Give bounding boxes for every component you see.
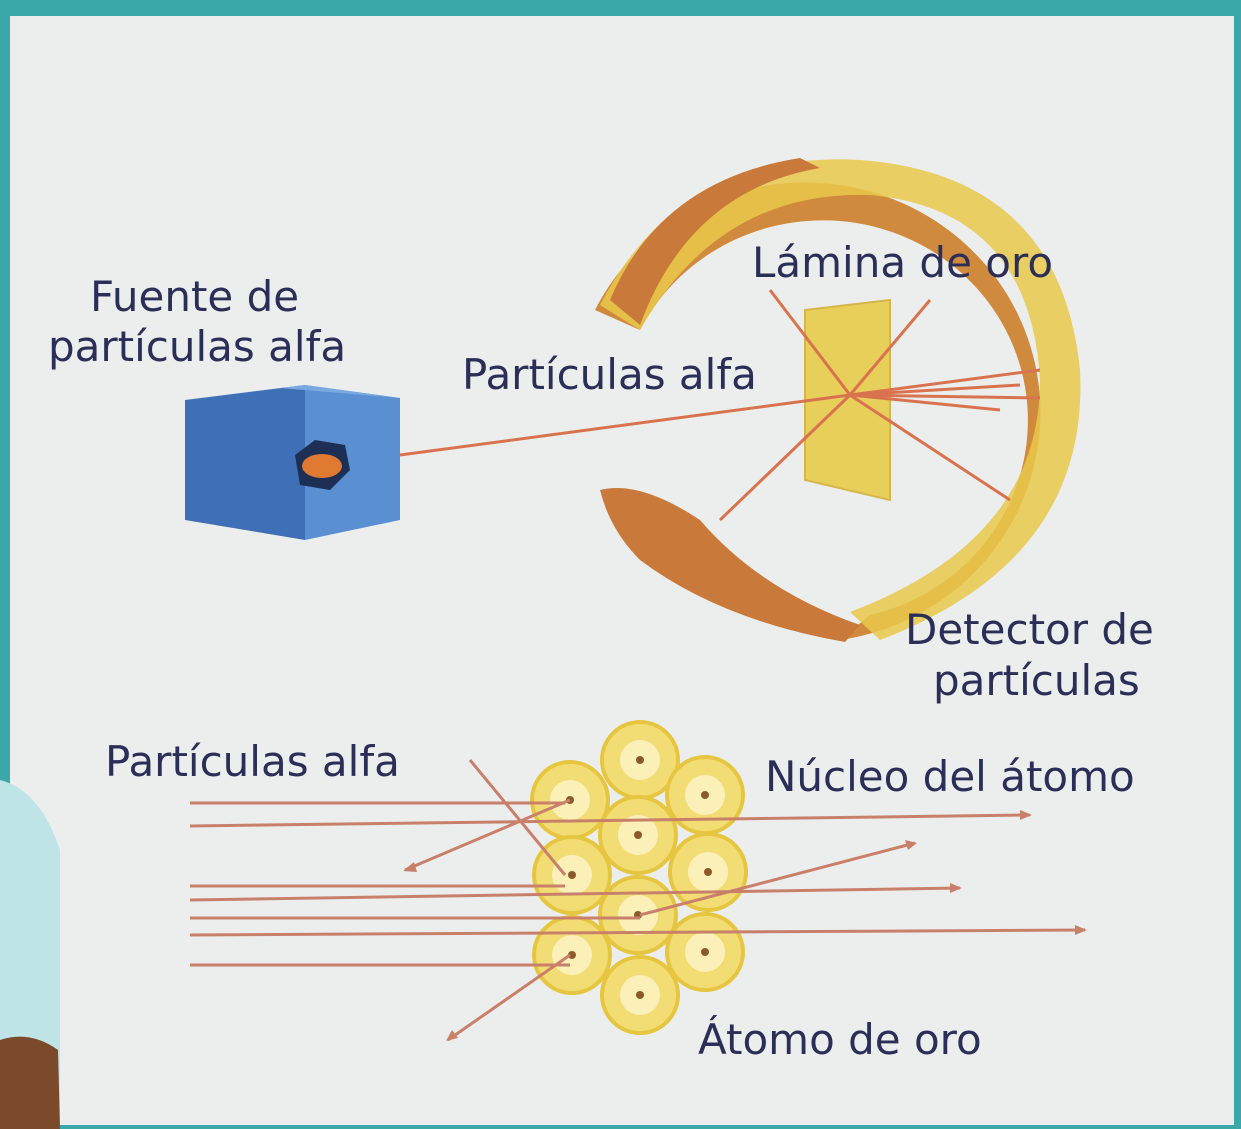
source-label-line2: partículas alfa	[48, 322, 347, 371]
alpha-rays-top	[399, 289, 1041, 522]
alpha-source-box	[185, 385, 400, 540]
source-label-line1: Fuente de	[90, 272, 300, 321]
gold-foil-label: Lámina de oro	[752, 238, 1054, 287]
detector-label-line2: partículas	[933, 656, 1140, 705]
alpha-particles-label-bottom: Partículas alfa	[105, 737, 400, 786]
gold-atoms-cluster	[530, 720, 748, 1035]
alpha-rays-bottom	[189, 759, 1086, 1042]
alpha-particles-label-top: Partículas alfa	[462, 350, 757, 399]
corner-decoration	[0, 780, 60, 1129]
arrow-heads	[403, 810, 1087, 1041]
gold-foil	[804, 298, 891, 502]
gold-atom-label: Átomo de oro	[698, 1015, 982, 1064]
nucleus-label: Núcleo del átomo	[765, 752, 1135, 801]
particle-detector-ring	[595, 158, 1081, 642]
detector-label-line1: Detector de	[905, 605, 1154, 654]
